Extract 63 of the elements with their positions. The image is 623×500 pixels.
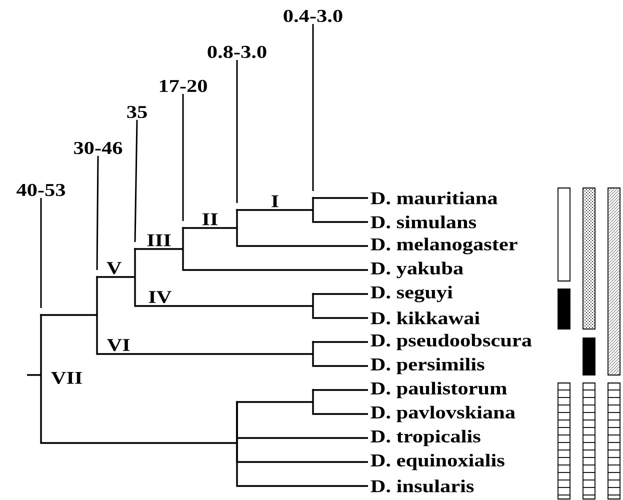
- clade-label: V: [106, 262, 122, 274]
- species-label: D. equinoxialis: [370, 454, 504, 470]
- branch-point: [312, 196, 314, 200]
- species-label: D. tropicalis: [370, 430, 480, 446]
- branch-point: [312, 340, 314, 344]
- branch-point: [236, 208, 238, 212]
- tree-branch: [97, 276, 135, 278]
- tree-branch: [313, 293, 368, 295]
- branch-point: [236, 400, 238, 404]
- species-label: D. pavlovskiana: [370, 406, 516, 422]
- tree-branch: [40, 315, 237, 444]
- tree-branch: [135, 248, 183, 250]
- tree-branch: [312, 198, 368, 223]
- leader-line: [40, 198, 42, 308]
- clade-label: III: [147, 234, 171, 246]
- branch-point: [182, 226, 184, 230]
- branch-point: [312, 292, 314, 296]
- age-label: 40-53: [16, 184, 66, 196]
- tree-branch: [313, 389, 368, 391]
- branch-point: [96, 276, 98, 278]
- age-label: 17-20: [160, 80, 207, 92]
- species-label: D. yakuba: [370, 262, 464, 278]
- leader-line: [236, 60, 238, 203]
- tree-branch: [312, 342, 368, 367]
- species-label: D. mauritiana: [370, 192, 498, 204]
- tree-branch: [237, 401, 313, 403]
- species-label: D. melanogaster: [370, 238, 518, 254]
- species-label: D. seguyi: [370, 286, 453, 302]
- clade-label: VI: [107, 339, 130, 352]
- species-label: D. paulistorum: [370, 382, 507, 398]
- species-label: D. persimilis: [370, 358, 484, 374]
- tree-branch: [183, 227, 237, 229]
- branch-point: [312, 388, 314, 392]
- leader-line: [312, 24, 314, 191]
- branch-point: [40, 314, 42, 316]
- tree-branch: [313, 341, 368, 343]
- leader-line: [182, 94, 184, 221]
- tree-branch: [236, 402, 368, 487]
- clade-label: VII: [51, 372, 82, 384]
- age-label: 35: [127, 106, 147, 118]
- tree-branch: [182, 228, 368, 271]
- leader-line: [96, 156, 99, 270]
- branch-point: [134, 248, 136, 250]
- age-label: 0.4-3.0: [284, 10, 342, 22]
- tree-branch: [236, 210, 368, 247]
- root-stub: [27, 374, 41, 376]
- age-label: 0.8-3.0: [208, 46, 266, 58]
- species-label: D. simulans: [370, 216, 476, 228]
- tree-branch: [312, 294, 368, 319]
- leader-line: [134, 120, 138, 242]
- species-label: D. pseudoobscura: [370, 334, 532, 350]
- species-label: D. kikkawai: [370, 312, 480, 324]
- tree-branch: [312, 390, 368, 415]
- age-label: 30-46: [74, 142, 122, 154]
- tree-branch: [313, 197, 368, 199]
- clade-label: I: [272, 195, 278, 208]
- tree-branch: [134, 249, 313, 307]
- clade-label: IV: [148, 291, 172, 304]
- species-label: D. insularis: [370, 480, 474, 492]
- tree-branch: [237, 209, 313, 211]
- tree-branch: [41, 314, 97, 316]
- clade-label: II: [202, 213, 218, 226]
- tree-branch: [96, 277, 313, 355]
